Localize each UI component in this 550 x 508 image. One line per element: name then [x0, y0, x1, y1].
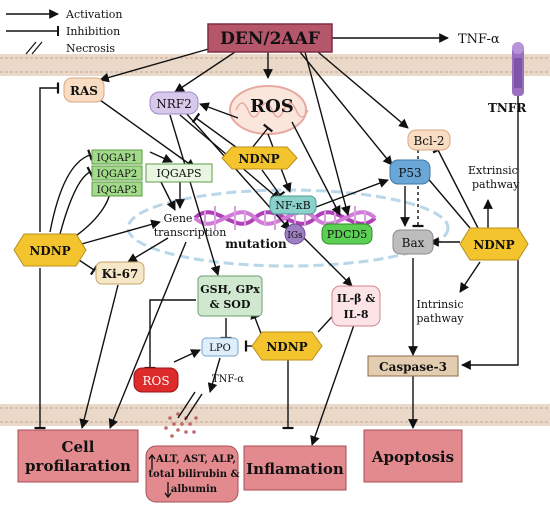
- ros-bottom-box: [133, 367, 179, 393]
- iqgap2-label: IQGAP2: [97, 169, 137, 180]
- up-arrow-icon: [148, 453, 156, 470]
- down-arrow-icon: [164, 482, 172, 499]
- ndnp-right-label: NDNP: [473, 238, 514, 252]
- mutation-label: mutation: [225, 237, 287, 251]
- apoptosis-box: [363, 429, 463, 483]
- tnfr-label: TNFR: [488, 101, 527, 115]
- il-box: [331, 285, 381, 327]
- lpo-label: LPO: [209, 343, 231, 354]
- necrosis-dots: [164, 412, 198, 438]
- bax-label: Bax: [402, 236, 425, 250]
- iqgap3-label: IQGAP3: [97, 185, 137, 196]
- ndnp-bottom-node: [251, 331, 323, 361]
- bax-box: [392, 229, 434, 255]
- liver-label-3: albumin: [171, 484, 218, 495]
- iqgap1-box: [91, 149, 143, 165]
- liver-label-1: ALT, AST, ALP,: [155, 454, 236, 465]
- igs-label: IGs: [287, 231, 303, 241]
- ros-top-label: ROS: [250, 96, 294, 117]
- gsh-box: [197, 275, 263, 317]
- intrinsic-label-1: Intrinsic: [416, 298, 463, 311]
- p53-label: P53: [398, 166, 421, 180]
- tnf-top-label: TNF-α: [458, 32, 500, 47]
- iqgap2-box: [91, 165, 143, 181]
- ndnp-left-label: NDNP: [29, 244, 70, 258]
- ki67-box: [95, 261, 145, 285]
- extrinsic-label-1: Extrinsic: [468, 164, 518, 177]
- iqgaps-box: [145, 163, 213, 183]
- iqgap3-box: [91, 181, 143, 197]
- apoptosis-label: Apoptosis: [371, 448, 454, 466]
- tnfr-receptor-icon: [512, 42, 524, 96]
- legend: Activation Inhibition Necrosis: [6, 8, 122, 55]
- ki67-label: Ki-67: [102, 267, 139, 281]
- pdcd5-label: PDCD5: [327, 228, 367, 241]
- bottom-membrane: [0, 404, 550, 426]
- ros-bottom-label: ROS: [142, 374, 169, 388]
- legend-activation: Activation: [65, 8, 122, 21]
- il-label-2: IL-8: [343, 308, 368, 321]
- den-box: [207, 23, 333, 53]
- caspase3-box: [367, 355, 459, 377]
- nrf2-box: [149, 91, 199, 115]
- extrinsic-label-2: pathway: [472, 178, 520, 191]
- gsh-label-1: GSH, GPx: [200, 283, 260, 296]
- p53-box: [389, 159, 431, 185]
- den-label: DEN/2AAF: [220, 29, 320, 49]
- nrf2-label: NRF2: [156, 97, 192, 111]
- ndnp-center-node: [221, 146, 298, 170]
- gsh-label-2: & SOD: [210, 298, 251, 311]
- pdcd5-box: [321, 223, 373, 245]
- iqgaps-label: IQGAPS: [156, 167, 201, 180]
- cell-proliferation-box: [17, 429, 139, 483]
- nfkb-label: NF-κB: [275, 199, 310, 212]
- gene-label-2: transcription: [154, 226, 227, 239]
- top-membrane: [0, 54, 550, 76]
- caspase3-label: Caspase-3: [379, 360, 447, 374]
- ras-label: RAS: [70, 84, 98, 98]
- inflammation-label: Inflamation: [246, 460, 344, 478]
- liver-label-2: total bilirubin &: [148, 469, 239, 480]
- legend-necrosis: Necrosis: [66, 42, 115, 55]
- liver-markers-box: [145, 445, 239, 503]
- il-label-1: IL-β &: [337, 292, 376, 305]
- gene-label-1: Gene: [164, 212, 193, 225]
- ras-box: [63, 77, 105, 103]
- bcl2-label: Bcl-2: [413, 134, 444, 148]
- ndnp-center-label: NDNP: [238, 152, 279, 166]
- iqgap1-label: IQGAP1: [97, 153, 137, 164]
- cell-prolif-label-1: Cell: [62, 438, 95, 456]
- igs-node: [284, 223, 306, 245]
- cell-prolif-label-2: profilaration: [25, 457, 131, 475]
- bcl2-box: [407, 129, 451, 151]
- ndnp-bottom-label: NDNP: [266, 340, 307, 354]
- ndnp-right-node: [459, 227, 529, 261]
- nfkb-box: [269, 195, 317, 215]
- inflammation-box: [243, 445, 347, 491]
- tnf-mid-label: TNF-α: [212, 374, 244, 385]
- lpo-box: [201, 337, 239, 357]
- intrinsic-label-2: pathway: [416, 312, 464, 325]
- legend-inhibition: Inhibition: [66, 25, 120, 38]
- ndnp-left-node: [13, 233, 87, 267]
